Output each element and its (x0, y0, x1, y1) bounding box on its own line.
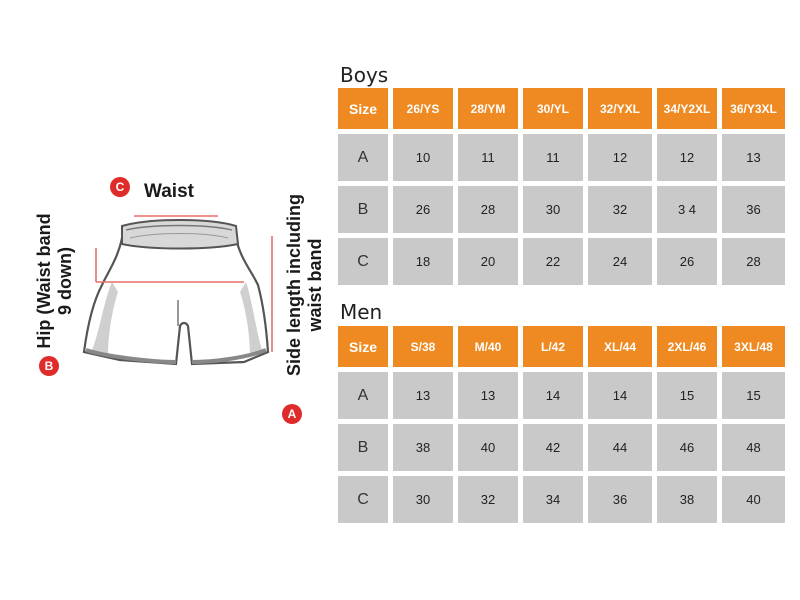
men-table-cell: 13 (458, 372, 518, 419)
men-header-cell: 2XL/46 (657, 326, 717, 367)
shorts-illustration (82, 219, 270, 366)
boys-table-cell: 28 (722, 238, 785, 285)
men-table-cell: 34 (523, 476, 583, 523)
boys-header-cell: 36/Y3XL (722, 88, 785, 129)
men-header-cell: M/40 (458, 326, 518, 367)
men-table-cell: 40 (722, 476, 785, 523)
boys-table-cell: 12 (588, 134, 652, 181)
side-label-line2: waist band (305, 238, 325, 332)
boys-table-cell: 20 (458, 238, 518, 285)
boys-table-cell: 32 (588, 186, 652, 233)
boys-title: Boys (340, 63, 389, 87)
side-length-label: Side length including waist band (284, 183, 326, 387)
boys-table-cell: 24 (588, 238, 652, 285)
boys-row-label: B (338, 186, 388, 233)
side-label-line1: Side length including (284, 194, 304, 376)
men-header-cell: Size (338, 326, 388, 367)
waist-label: Waist (144, 181, 194, 202)
men-header-cell: S/38 (393, 326, 453, 367)
boys-header-cell: Size (338, 88, 388, 129)
men-table-cell: 14 (588, 372, 652, 419)
men-table-cell: 13 (393, 372, 453, 419)
boys-table-cell: 18 (393, 238, 453, 285)
men-table-cell: 15 (657, 372, 717, 419)
boys-table-cell: 26 (393, 186, 453, 233)
men-table-cell: 40 (458, 424, 518, 471)
men-title: Men (340, 300, 383, 324)
men-row-label: A (338, 372, 388, 419)
men-row-label: C (338, 476, 388, 523)
men-table-cell: 38 (657, 476, 717, 523)
boys-table-cell: 28 (458, 186, 518, 233)
side-length-badge: A (282, 404, 302, 424)
boys-table-cell: 22 (523, 238, 583, 285)
boys-table-cell: 11 (523, 134, 583, 181)
men-header-cell: L/42 (523, 326, 583, 367)
men-table-cell: 42 (523, 424, 583, 471)
men-table-cell: 36 (588, 476, 652, 523)
men-table-cell: 32 (458, 476, 518, 523)
men-table-cell: 48 (722, 424, 785, 471)
boys-table-cell: 12 (657, 134, 717, 181)
men-table-cell: 14 (523, 372, 583, 419)
men-table-cell: 44 (588, 424, 652, 471)
boys-table-cell: 30 (523, 186, 583, 233)
men-header-cell: XL/44 (588, 326, 652, 367)
men-header-cell: 3XL/48 (722, 326, 785, 367)
boys-header-cell: 34/Y2XL (657, 88, 717, 129)
boys-row-label: C (338, 238, 388, 285)
hip-badge: B (39, 356, 59, 376)
shorts-diagram (82, 215, 273, 366)
men-table-cell: 46 (657, 424, 717, 471)
men-row-label: B (338, 424, 388, 471)
boys-header-cell: 26/YS (393, 88, 453, 129)
waist-badge: C (110, 177, 130, 197)
men-table-cell: 15 (722, 372, 785, 419)
boys-table-cell: 36 (722, 186, 785, 233)
boys-table-cell: 3 4 (657, 186, 717, 233)
men-table-cell: 30 (393, 476, 453, 523)
boys-table-cell: 13 (722, 134, 785, 181)
boys-table-cell: 10 (393, 134, 453, 181)
boys-header-cell: 32/YXL (588, 88, 652, 129)
boys-header-cell: 30/YL (523, 88, 583, 129)
boys-header-cell: 28/YM (458, 88, 518, 129)
boys-table-cell: 11 (458, 134, 518, 181)
hip-label-line2: 9 down) (55, 247, 75, 315)
boys-table-cell: 26 (657, 238, 717, 285)
boys-row-label: A (338, 134, 388, 181)
hip-label: Hip (Waist band 9 down) (34, 188, 76, 374)
men-table-cell: 38 (393, 424, 453, 471)
hip-label-line1: Hip (Waist band (34, 213, 54, 349)
